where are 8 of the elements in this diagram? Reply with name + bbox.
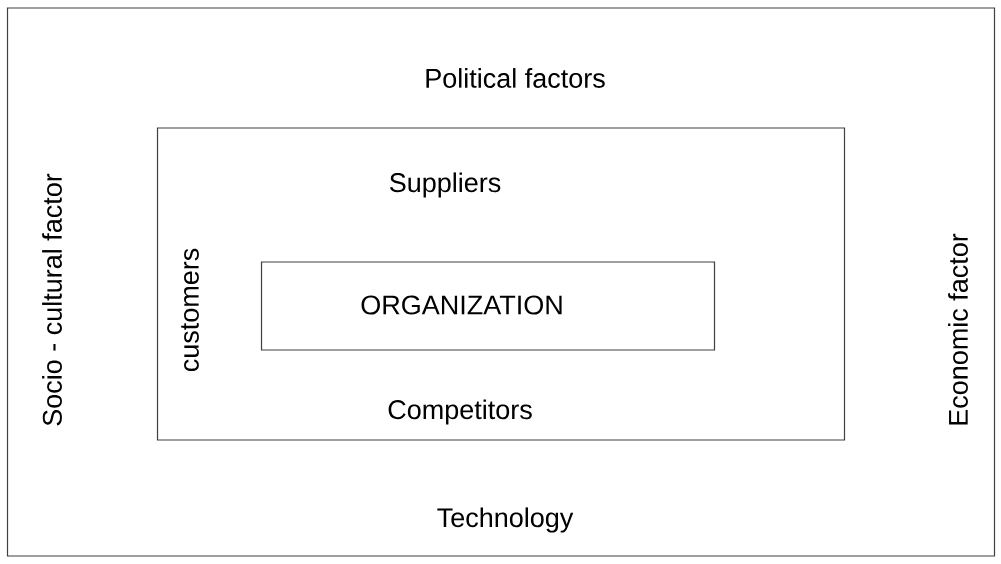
label-text: Technology — [437, 507, 574, 533]
label-text: Political factors — [426, 68, 605, 88]
label-text: ORGANIZATION — [361, 295, 562, 315]
label-text: Economic factor — [948, 233, 968, 425]
label-text: Competitors — [388, 399, 532, 425]
label-text: customers — [181, 248, 199, 372]
label-text: Socio - cultural factor — [42, 173, 62, 426]
label-text: Suppliers — [389, 172, 501, 198]
